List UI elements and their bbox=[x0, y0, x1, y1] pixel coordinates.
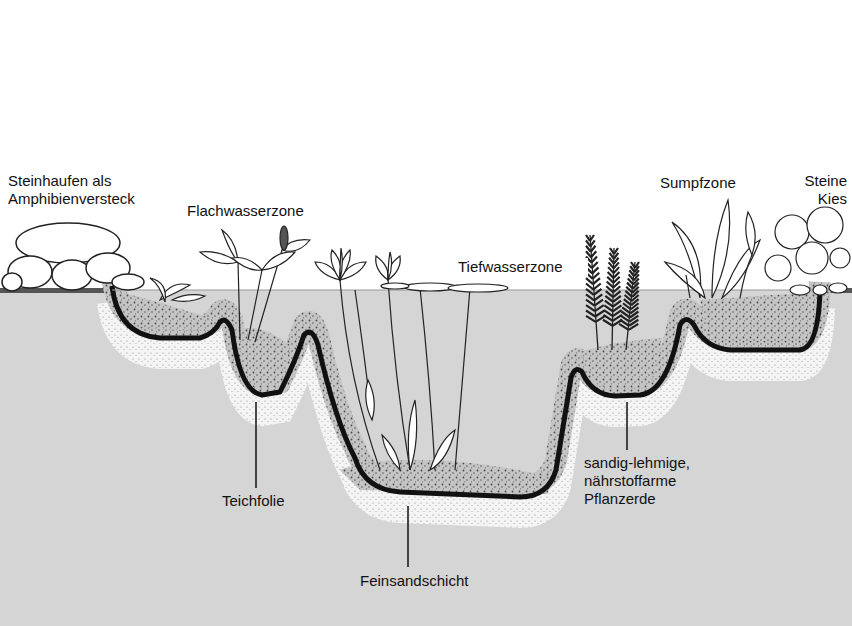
zone-label: Feinsandschicht bbox=[360, 572, 500, 590]
reed-spike bbox=[609, 262, 619, 268]
leader-lines bbox=[256, 402, 627, 567]
reed-spike bbox=[586, 300, 603, 306]
reed-spike bbox=[604, 305, 621, 311]
reed-spike bbox=[619, 324, 638, 330]
zone-label: Flachwasserzone bbox=[187, 202, 327, 220]
plant-soil-layer bbox=[112, 276, 820, 487]
leader-line bbox=[407, 506, 409, 567]
water-lilies bbox=[315, 248, 508, 470]
reed-spike bbox=[604, 310, 622, 316]
zone-label: sandig-lehmige, nährstoffarme Pflanzerde bbox=[584, 454, 716, 508]
leader-line bbox=[626, 402, 628, 450]
reed-spike bbox=[586, 235, 594, 241]
reed-spike bbox=[586, 246, 596, 252]
reed-spike bbox=[586, 316, 605, 322]
zone-label: Steinhaufen als Amphibienversteck bbox=[8, 172, 158, 208]
reed-spike bbox=[608, 272, 620, 278]
round-leaf-plants bbox=[765, 207, 850, 295]
reed-plant bbox=[586, 235, 639, 350]
zone-label: Teichfolie bbox=[222, 492, 322, 510]
zone-label: Sumpfzone bbox=[660, 174, 770, 192]
reed-spike bbox=[586, 310, 605, 316]
reed-spike bbox=[586, 284, 601, 290]
reed-spike bbox=[605, 301, 621, 307]
plant-soil-bottom bbox=[340, 460, 550, 494]
reed-spike bbox=[606, 286, 620, 292]
pond-liner bbox=[112, 286, 820, 497]
reed-spike bbox=[586, 251, 596, 257]
stone-pile bbox=[2, 223, 144, 291]
marsh-plants bbox=[665, 200, 760, 298]
reed-spike bbox=[603, 315, 622, 321]
reed-spike bbox=[607, 277, 620, 283]
reed-spike bbox=[586, 278, 600, 284]
leader-line bbox=[255, 402, 257, 488]
reed-spike bbox=[586, 289, 602, 295]
reed-spike bbox=[586, 305, 604, 311]
reed-spike bbox=[606, 291, 621, 297]
plant-soil-shelf bbox=[580, 338, 662, 389]
plant-soil-shelf bbox=[700, 292, 818, 341]
ground bbox=[0, 290, 852, 626]
reed-spike bbox=[586, 294, 602, 300]
reed-spike bbox=[586, 240, 595, 246]
zone-label: Steine Kies bbox=[797, 172, 847, 208]
shallow-water-plants bbox=[150, 226, 310, 342]
reed-spike bbox=[608, 267, 619, 273]
reed-spike bbox=[605, 296, 621, 302]
reed-spike bbox=[607, 281, 620, 287]
zone-label: Tiefwasserzone bbox=[458, 258, 588, 276]
